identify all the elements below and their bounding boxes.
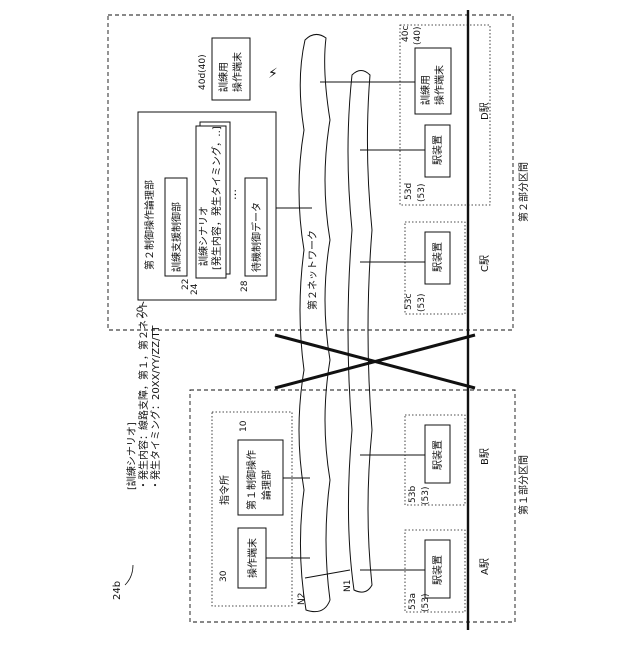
scenario-note-leader [125, 565, 133, 585]
device-b-sub: (53) [421, 487, 431, 505]
second-section-label: 第２部分区間 [517, 162, 530, 222]
device-c-sub: (53) [417, 294, 427, 312]
second-network-label: 第２ネットワーク [306, 230, 319, 310]
station-b-label: B駅 [479, 448, 491, 465]
scenario-note-title: [訓練シナリオ] [125, 422, 138, 490]
operation-terminal-ref: 30 [219, 570, 229, 582]
device-a-ref: 53a [408, 593, 418, 610]
scenario-note-line1: ・発生内容：線路支障，第１，第２ネットワーク [137, 270, 150, 490]
training-terminal-c-label-2: 操作端末 [433, 65, 446, 105]
first-logic-label-2: 論理部 [260, 470, 273, 500]
station-c-label: C駅 [479, 255, 491, 272]
scenario-label-2: [発生内容，発生タイミング，‥] [210, 126, 223, 270]
second-network-cloud [299, 34, 330, 611]
station-device-c-label: 駅装置 [431, 242, 444, 272]
station-device-b-label: 駅装置 [431, 440, 444, 470]
first-logic-ref: 10 [239, 420, 249, 432]
n2-label: N2 [297, 593, 307, 605]
first-section-label: 第１部分区間 [517, 455, 530, 515]
training-terminal-d-label-1: 訓練用 [217, 62, 230, 92]
device-a-sub: (53) [421, 594, 431, 612]
scenario-note-line2: ・発生タイミング：20XX/YY/ZZ/TT [149, 325, 162, 490]
training-terminal-d-ref: 40d(40) [198, 54, 208, 90]
n1-label: N1 [343, 580, 353, 592]
command-center-label: 指令所 [218, 475, 231, 505]
standby-data-ref: 28 [240, 280, 250, 292]
standby-data-label: 待機制御データ [250, 202, 263, 272]
scenario-note: [訓練シナリオ] ・発生内容：線路支障，第１，第２ネットワーク ・発生タイミング… [125, 270, 162, 490]
training-support-label: 訓練支援制御部 [170, 202, 183, 272]
second-logic-label: 第２制御操作論理部 [143, 180, 156, 270]
scenario-ref: 24 [190, 283, 200, 295]
station-a-label: A駅 [479, 558, 491, 575]
training-terminal-c-ref: 40c [401, 26, 411, 42]
training-terminal-c-sub: (40) [413, 27, 423, 45]
station-device-d-label: 駅装置 [431, 135, 444, 165]
training-terminal-d-label-2: 操作端末 [231, 52, 244, 92]
station-device-a-label: 駅装置 [431, 555, 444, 585]
device-d-ref: 53d [404, 183, 414, 200]
first-logic-label-1: 第１制御操作 [245, 450, 258, 510]
training-terminal-d-box [212, 38, 250, 100]
station-d-label: D駅 [479, 102, 491, 120]
device-b-ref: 53b [408, 486, 418, 503]
scenario-dots: … [226, 189, 239, 200]
operation-terminal-label: 操作端末 [246, 538, 259, 578]
first-logic-box [238, 440, 283, 515]
training-terminal-c-label-1: 訓練用 [419, 75, 432, 105]
second-logic-ref: 20 [136, 306, 146, 318]
first-network-cloud [348, 71, 372, 593]
scenario-label-1: 訓練シナリオ [197, 206, 210, 266]
scenario-note-ref: 24b [112, 581, 123, 600]
device-d-sub: (53) [417, 184, 427, 202]
device-c-ref: 53c [404, 294, 414, 310]
wireless-icon: ⚡ [268, 66, 278, 82]
